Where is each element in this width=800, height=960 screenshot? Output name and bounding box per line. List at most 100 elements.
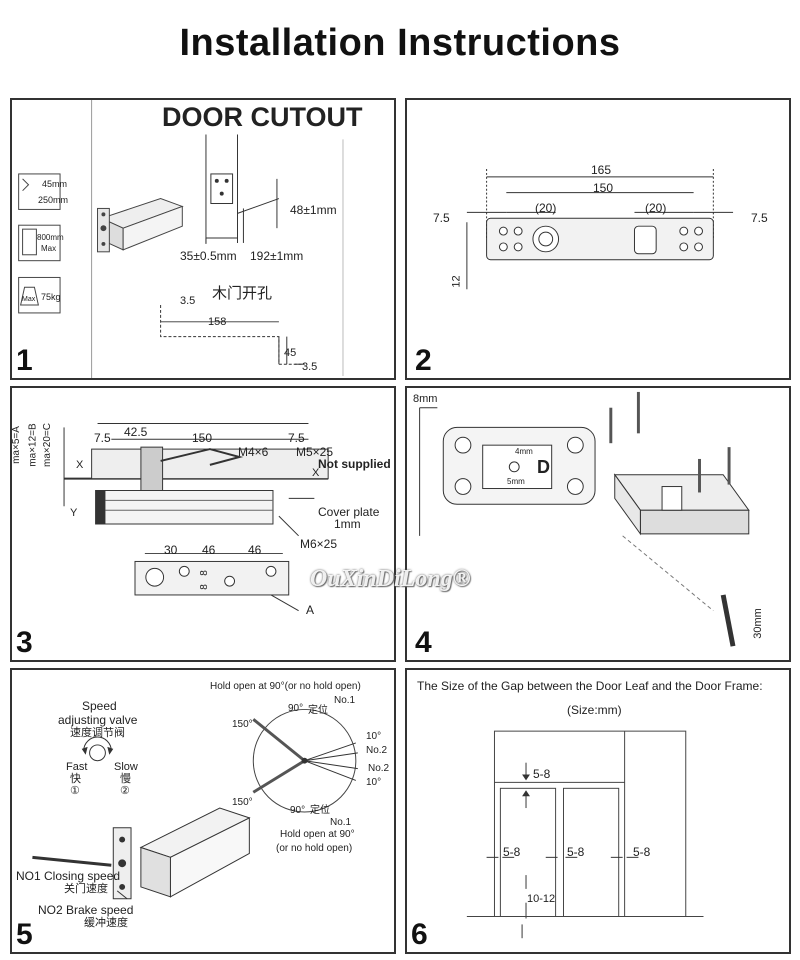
a90-top: 90° xyxy=(288,703,304,714)
mounting-plate-drawing xyxy=(466,169,734,290)
hold-top: Hold open at 90°(or no hold open) xyxy=(210,681,361,692)
plate-4mm: 4mm xyxy=(515,447,533,456)
spec-dims-b: 250mm xyxy=(38,195,69,205)
dim-depth: 48±1mm xyxy=(290,203,337,217)
speed-title: Speed xyxy=(82,699,117,713)
gap-right: 5-8 xyxy=(633,845,651,859)
spec-weight: 75kg xyxy=(41,292,61,302)
page-title: Installation Instructions xyxy=(179,22,621,64)
slow-num: ② xyxy=(120,785,130,797)
gap-unit: (Size:mm) xyxy=(567,703,622,717)
dim-length: 192±1mm xyxy=(250,249,304,263)
no2-a: No.2 xyxy=(366,745,388,756)
dim-b: 158 xyxy=(208,316,227,328)
door-gap-drawing xyxy=(466,730,704,939)
dim-left-edge: 7.5 xyxy=(433,211,450,225)
dim-d: 3.5 xyxy=(302,361,318,373)
door-cutout-drawing xyxy=(18,100,344,378)
x-right: X xyxy=(312,467,320,479)
y-label: Y xyxy=(70,507,78,519)
step-number-1: 1 xyxy=(16,344,33,377)
cover-thickness: 1mm xyxy=(334,517,361,531)
a90-bottom: 90° xyxy=(290,805,306,816)
panel-speed-adjustment: Speed adjusting valve 速度调节阀 Fast 快 ① Slo… xyxy=(10,668,396,954)
side-a: ma×5=A xyxy=(10,426,22,464)
hold-bottom-2: (or no hold open) xyxy=(276,843,353,854)
a10-top: 10° xyxy=(366,731,382,742)
hold-bottom-1: Hold open at 90° xyxy=(280,829,355,840)
pin-length: 30mm xyxy=(751,608,764,639)
plate-5mm: 5mm xyxy=(507,477,525,486)
dim-inner: 150 xyxy=(593,181,614,195)
screw-m4: M4×6 xyxy=(238,445,269,459)
a150-bottom: 150° xyxy=(232,797,253,808)
fast-num: ① xyxy=(70,785,80,797)
label-a: A xyxy=(306,603,315,617)
panel-door-cutout: 45mm 250mm 800mm Max Max 75kg DOOR CUTOU… xyxy=(10,98,396,380)
step-number-3: 3 xyxy=(16,626,33,659)
fast-cn: 快 xyxy=(70,773,81,785)
no2-b: No.2 xyxy=(368,763,390,774)
spec-width-b: Max xyxy=(41,244,57,253)
brake-cn: 缓冲速度 xyxy=(84,917,128,929)
side-b: ma×12=B xyxy=(27,423,39,467)
not-supplied: Not supplied xyxy=(318,457,391,471)
a10-bottom: 10° xyxy=(366,777,382,788)
panel-fixing-plate: 8mm 4mm 5mm D 30mm 4 xyxy=(405,386,791,662)
door-cutout-heading: DOOR CUTOUT xyxy=(162,102,363,132)
dim-height: 12 xyxy=(450,275,463,288)
screw-m6: M6×25 xyxy=(300,537,338,551)
installation-section-drawing xyxy=(63,422,329,612)
dingwei-bottom: 定位 xyxy=(310,805,330,816)
brake-speed: NO2 Brake speed xyxy=(38,903,134,917)
dim-150: 150 xyxy=(192,431,213,445)
spec-width-a: 800mm xyxy=(37,233,64,242)
dim-width: 35±0.5mm xyxy=(180,249,237,263)
gap-top: 5-8 xyxy=(533,767,551,781)
step-number-4: 4 xyxy=(415,626,432,659)
a150-top: 150° xyxy=(232,719,253,730)
closing-speed: NO1 Closing speed xyxy=(16,869,121,883)
gap-heading: The Size of the Gap between the Door Lea… xyxy=(417,679,763,693)
dim-46a: 46 xyxy=(202,543,216,557)
gap-mid: 5-8 xyxy=(567,845,585,859)
dim-total: 165 xyxy=(591,163,612,177)
chinese-caption: 木门开孔 xyxy=(212,285,273,302)
cover-plate: Cover plate xyxy=(318,505,380,519)
dingwei-top: 定位 xyxy=(308,705,328,716)
panel-installation-section: ma×5=A ma×12=B ma×20=C 7.5 42.5 150 7.5 … xyxy=(10,386,396,662)
closing-cn: 关门速度 xyxy=(64,883,108,895)
dim-8b: 8 xyxy=(198,584,210,590)
step-number-6: 6 xyxy=(411,918,428,951)
x-left: X xyxy=(76,459,84,471)
dim-75-left: 7.5 xyxy=(94,431,111,445)
no1-bottom: No.1 xyxy=(330,817,352,828)
dim-46b: 46 xyxy=(248,543,262,557)
speed-adjustment-drawing xyxy=(32,708,358,900)
panel-door-gap: The Size of the Gap between the Door Lea… xyxy=(405,668,791,954)
step-number-5: 5 xyxy=(16,918,33,951)
slow-cn: 慢 xyxy=(120,773,131,785)
dim-75-right: 7.5 xyxy=(288,431,305,445)
gap-left: 5-8 xyxy=(503,845,521,859)
gap-bottom: 10-12 xyxy=(527,893,556,905)
fast: Fast xyxy=(66,761,88,773)
dim-right-edge: 7.5 xyxy=(751,211,768,225)
dim-a: 3.5 xyxy=(180,295,196,307)
plate-letter: D xyxy=(537,457,550,477)
speed-valve: adjusting valve xyxy=(58,713,138,727)
fixing-plate-drawing xyxy=(419,391,750,647)
weight-icon-text: Max xyxy=(22,296,36,303)
spec-dims-a: 45mm xyxy=(42,179,68,189)
panel-mounting-plate: 165 150 (20) (20) 7.5 7.5 12 2 xyxy=(405,98,791,380)
watermark: OuXinDiLong® xyxy=(310,566,471,592)
dim-425: 42.5 xyxy=(124,425,148,439)
slow: Slow xyxy=(114,761,138,773)
screw-m5: M5×25 xyxy=(296,445,334,459)
dim-left-offset: (20) xyxy=(535,201,557,215)
dim-c: 45 xyxy=(284,347,297,359)
dim-8a: 8 xyxy=(198,570,210,576)
speed-cn: 速度调节阀 xyxy=(70,727,125,739)
no1-top: No.1 xyxy=(334,695,356,706)
wall-gap: 8mm xyxy=(413,393,438,405)
